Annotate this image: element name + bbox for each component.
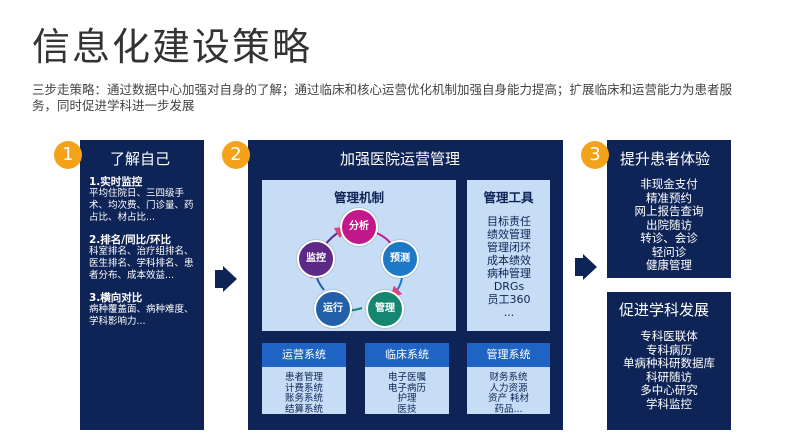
page-title: 信息化建设策略 <box>32 25 313 69</box>
system-header-clinical: 临床系统 <box>365 343 449 367</box>
node-manage: 管理 <box>366 290 404 328</box>
tool-item: 绩效管理 <box>487 228 531 241</box>
tool-item: ... <box>503 306 515 319</box>
node-analysis: 分析 <box>340 208 378 246</box>
panel-know-yourself <box>80 140 204 430</box>
list-item: 专科病历 <box>646 342 692 357</box>
tools-list: 目标责任 绩效管理 管理闭环 成本绩效 病种管理 DRGs 员工360 ... <box>469 215 549 319</box>
panel-title-4: 促进学科发展 <box>619 301 710 319</box>
panel-title-3: 提升患者体验 <box>620 150 711 168</box>
tool-item: 员工360 <box>487 293 531 306</box>
system-item: 资产 耗材 <box>487 393 530 404</box>
tools-box <box>467 180 550 331</box>
system-body-operations: 患者管理 计费系统 账务系统 结算系统 <box>262 367 346 414</box>
system-body-management: 财务系统 人力资源 资产 耗材 药品... <box>467 367 550 414</box>
list-item: 单病种科研数据库 <box>623 356 715 370</box>
section-text-3: 病种覆盖面、病种难度、学科影响力... <box>89 304 194 327</box>
node-run: 运行 <box>314 290 352 328</box>
system-item: 患者管理 <box>284 372 323 383</box>
list-item: 精准预约 <box>646 190 692 205</box>
panel-title-1: 了解自己 <box>110 150 171 168</box>
system-item: 电子病历 <box>387 382 426 394</box>
system-item: 财务系统 <box>489 372 528 383</box>
tool-item: 病种管理 <box>487 267 531 280</box>
mechanism-title: 管理机制 <box>333 190 384 205</box>
tool-item: DRGs <box>493 280 525 293</box>
node-monitor: 监控 <box>297 240 335 278</box>
section-heading-1: 1.实时监控 <box>89 176 143 188</box>
list-item: 轻问诊 <box>651 244 687 259</box>
panel-patient-experience <box>607 140 731 278</box>
panel-discipline-development <box>607 292 731 430</box>
list-item: 多中心研究 <box>640 383 698 397</box>
page-subtitle: 三步走策略：通过数据中心加强对自身的了解；通过临床和核心运营优化机制加强自身能力… <box>32 82 733 113</box>
system-item: 账务系统 <box>284 393 323 404</box>
section-heading-3: 3.横向对比 <box>89 292 143 304</box>
tool-item: 管理闭环 <box>487 241 531 254</box>
system-item: 电子医嘱 <box>387 372 426 383</box>
patient-experience-list: 非现金支付 精准预约 网上报告查询 出院随访 转诊、会诊 轻问诊 健康管理 <box>607 177 731 273</box>
section-heading-2: 2.排名/同比/环比 <box>89 234 171 246</box>
system-body-clinical: 电子医嘱 电子病历 护理 医技 <box>365 367 449 414</box>
system-item: 人力资源 <box>489 382 528 394</box>
step1-sections: 1.实时监控 平均住院日、三四级手术、均次费、门诊量、药占比、材占比... 2.… <box>89 176 201 328</box>
step-badge-3: 3 <box>581 141 609 169</box>
system-item: 计费系统 <box>284 382 323 394</box>
list-item: 专科医联体 <box>640 329 698 343</box>
tools-title: 管理工具 <box>483 190 534 205</box>
section-text-1: 平均住院日、三四级手术、均次费、门诊量、药占比、材占比... <box>89 188 194 223</box>
system-item: 药品... <box>494 403 523 415</box>
list-item: 出院随访 <box>646 217 692 232</box>
system-item: 医技 <box>397 403 417 415</box>
system-item: 护理 <box>397 393 417 404</box>
system-header-operations: 运营系统 <box>262 343 346 367</box>
panel-title-2: 加强医院运营管理 <box>340 150 461 168</box>
section-text-2: 科室排名、治疗组排名、医生排名、学科排名、患者分布、成本效益... <box>89 246 194 281</box>
mechanism-box <box>262 180 456 331</box>
tool-item: 成本绩效 <box>487 254 531 267</box>
list-item: 学科监控 <box>646 396 692 411</box>
tool-item: 目标责任 <box>487 215 531 228</box>
node-predict: 预测 <box>381 240 419 278</box>
system-header-management: 管理系统 <box>467 343 550 367</box>
list-item: 科研随访 <box>646 369 692 384</box>
list-item: 网上报告查询 <box>634 204 704 218</box>
discipline-development-list: 专科医联体 专科病历 单病种科研数据库 科研随访 多中心研究 学科监控 <box>607 329 731 411</box>
step-badge-2: 2 <box>222 141 250 169</box>
mechanism-cycle-arrows <box>310 226 403 318</box>
list-item: 健康管理 <box>646 258 692 272</box>
list-item: 非现金支付 <box>640 177 698 191</box>
list-item: 转诊、会诊 <box>640 231 698 245</box>
step-badge-1: 1 <box>54 141 82 169</box>
system-item: 结算系统 <box>284 403 323 415</box>
